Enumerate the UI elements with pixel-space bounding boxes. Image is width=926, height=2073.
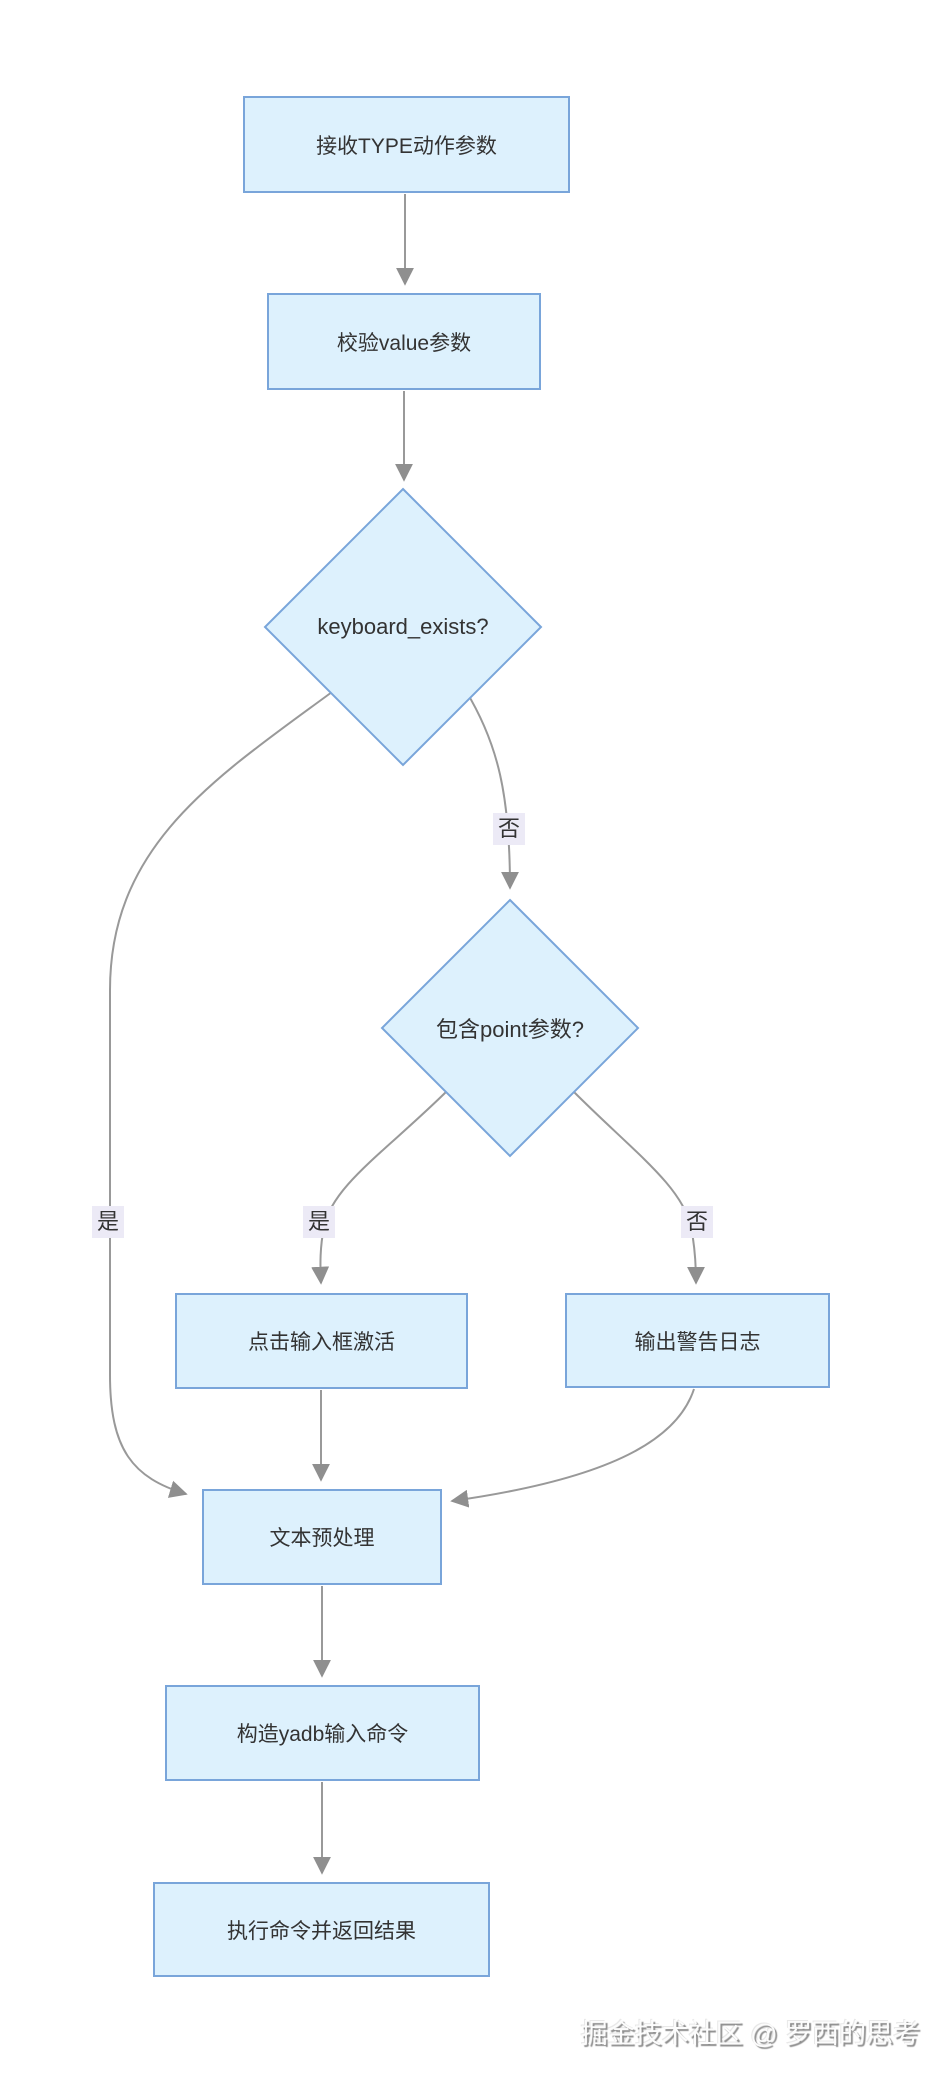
node-keyboard-exists-label: keyboard_exists?: [273, 605, 533, 649]
node-label: keyboard_exists?: [317, 614, 489, 639]
edge-point-no-to-warn: [573, 1091, 705, 1285]
watermark: 掘金技术社区 @ 罗西的思考: [580, 2019, 920, 2049]
edge-keyboard-yes-to-preprocess: [109, 691, 333, 1498]
edge-label-point-yes: 是: [303, 1206, 336, 1239]
node-label: 执行命令并返回结果: [227, 1919, 416, 1943]
node-execute-return-result: 执行命令并返回结果: [153, 1882, 490, 1977]
node-label: 校验value参数: [336, 331, 472, 355]
edge-warn-to-preprocess: [450, 1388, 695, 1508]
edge-label-keyboard-yes: 是: [92, 1206, 125, 1239]
node-receive-type-params: 接收TYPE动作参数: [243, 96, 570, 193]
node-validate-value-param: 校验value参数: [267, 293, 541, 390]
edge-label-keyboard-no: 否: [493, 813, 526, 846]
node-build-yadb-command: 构造yadb输入命令: [165, 1685, 480, 1781]
node-keyboard-exists-diamond: [263, 487, 543, 767]
edge-label-text: 否: [498, 816, 521, 841]
node-label: 包含point参数?: [436, 1017, 584, 1042]
node-label: 文本预处理: [269, 1527, 375, 1550]
edge-label-text: 否: [686, 1209, 709, 1234]
node-label: 构造yadb输入命令: [236, 1723, 409, 1746]
node-point-param-label: 包含point参数?: [380, 1006, 640, 1050]
edge-label-text: 是: [97, 1209, 120, 1234]
edge-keyboard-no-to-point: [465, 690, 519, 890]
edge-point-yes-to-click: [311, 1090, 448, 1285]
node-output-warning-log: 输出警告日志: [565, 1293, 830, 1388]
node-text-preprocess: 文本预处理: [202, 1489, 442, 1585]
node-label: 接收TYPE动作参数: [316, 134, 497, 158]
node-point-param-diamond: [380, 898, 640, 1158]
node-click-input-activate: 点击输入框激活: [175, 1293, 468, 1389]
edge-label-text: 是: [308, 1209, 331, 1234]
edge-label-point-no: 否: [681, 1206, 714, 1239]
node-label: 点击输入框激活: [248, 1331, 395, 1354]
node-label: 输出警告日志: [634, 1330, 761, 1354]
